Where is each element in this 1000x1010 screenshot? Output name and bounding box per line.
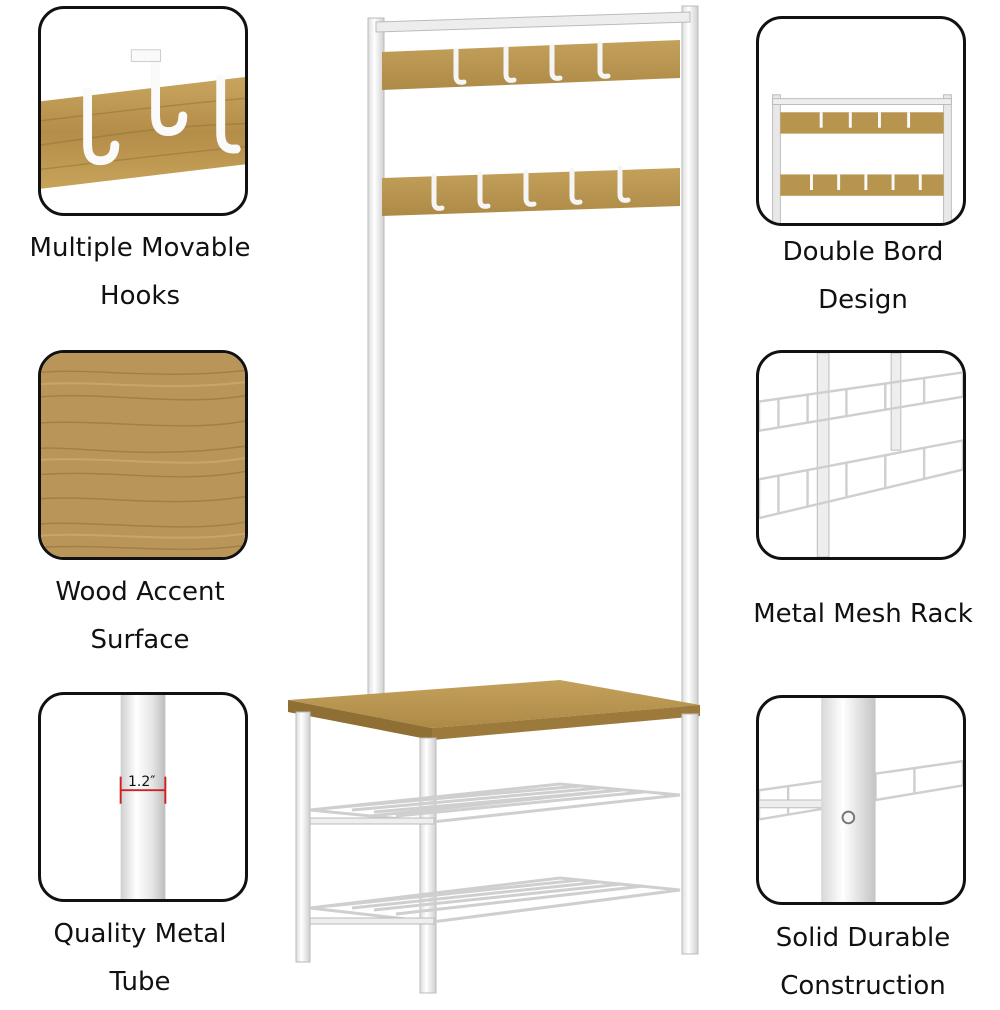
- tube-caption-line1: Quality Metal: [53, 919, 227, 949]
- hooks-caption-line1: Multiple Movable: [29, 233, 251, 263]
- construction-caption-line1: Solid Durable: [775, 923, 951, 953]
- board-icon: [772, 94, 952, 223]
- wood-caption-line1: Wood Accent: [55, 577, 225, 607]
- mesh-caption-line1: Metal Mesh Rack: [753, 599, 973, 629]
- wood-feature-card: [38, 350, 248, 560]
- mesh-feature-card: [756, 350, 966, 560]
- hall-tree-product-image: [270, 0, 720, 1000]
- construction-feature-card: [756, 695, 966, 905]
- hooks-caption: Multiple Movable Hooks: [10, 224, 270, 320]
- construction-closeup-image: [759, 698, 963, 902]
- construction-caption: Solid Durable Construction: [733, 914, 993, 1010]
- tube-dimension-label: 1.2″: [128, 774, 156, 790]
- board-caption-line1: Double Bord: [782, 237, 944, 267]
- tube-caption: Quality Metal Tube: [10, 910, 270, 1006]
- wood-caption: Wood Accent Surface: [10, 568, 270, 664]
- dimension-marker: [119, 776, 167, 804]
- hook-icon: [431, 41, 631, 211]
- tube-feature-card: [38, 692, 248, 902]
- hooks-caption-line2: Hooks: [100, 281, 180, 311]
- tube-caption-line2: Tube: [109, 967, 171, 997]
- mesh-icon: [759, 353, 963, 557]
- wood-grain-icon: [41, 353, 245, 557]
- hooks-feature-card: [38, 6, 248, 216]
- bolt-icon: [841, 810, 856, 825]
- board-feature-card: [756, 16, 966, 226]
- board-caption: Double Bord Design: [733, 228, 993, 324]
- tube-icon: [119, 695, 167, 899]
- mesh-caption: Metal Mesh Rack: [733, 590, 993, 638]
- wood-caption-line2: Surface: [90, 625, 190, 655]
- hook-icon: [83, 53, 241, 166]
- board-caption-line2: Design: [818, 285, 908, 315]
- construction-caption-line2: Construction: [780, 971, 946, 1001]
- hooks-closeup-image: [41, 49, 245, 189]
- mesh-icon: [309, 782, 681, 924]
